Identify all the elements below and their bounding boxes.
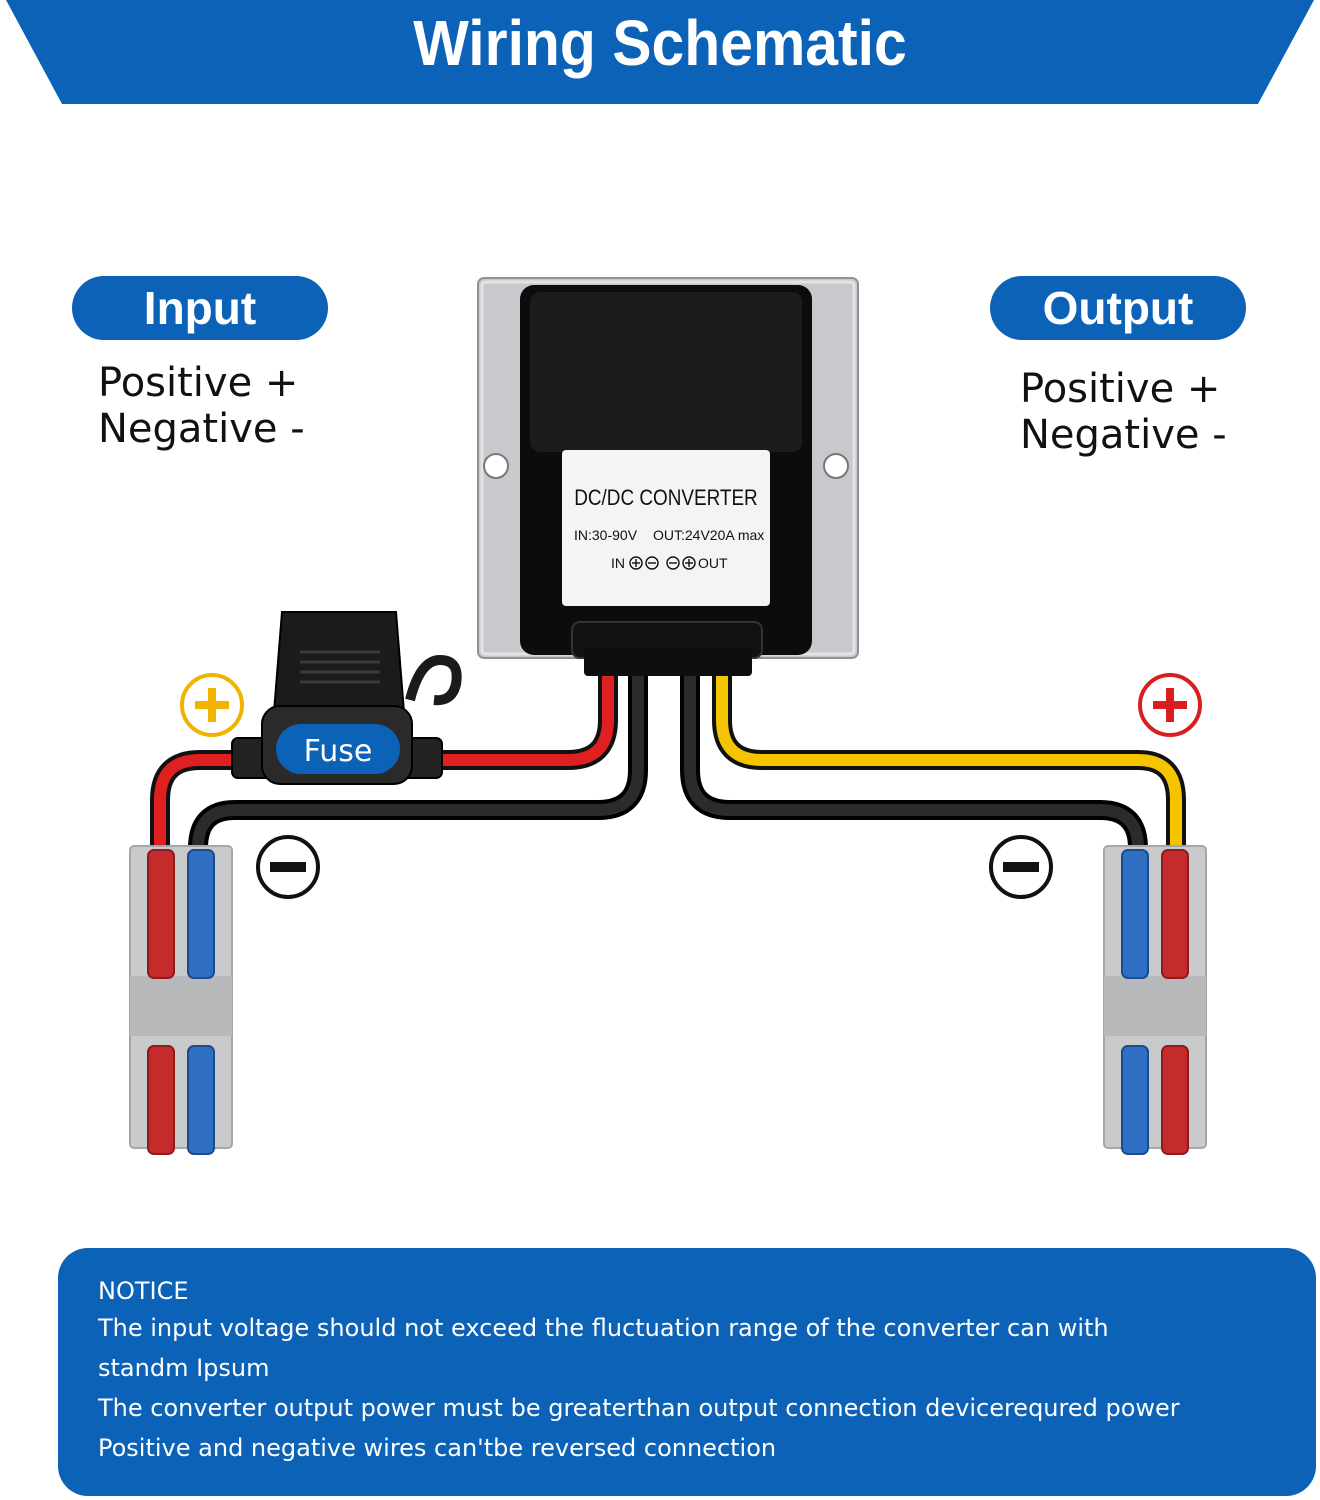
notice-content: NOTICE The input voltage should not exce…	[98, 1274, 1298, 1468]
converter-input-spec: IN:30-90V	[574, 527, 638, 543]
converter-output-spec: OUT:24V20A max	[653, 527, 764, 543]
notice-line: standm Ipsum	[98, 1354, 270, 1382]
notice-line: The converter output power must be great…	[98, 1394, 1180, 1422]
input-terminal-connector	[129, 845, 233, 1155]
notice-box: NOTICE The input voltage should not exce…	[58, 1248, 1316, 1496]
wiring-diagram: DC/DC CONVERTER IN:30-90V OUT:24V20A max…	[129, 277, 1207, 1155]
output-positive-text: Positive +	[1020, 366, 1221, 412]
output-plus-icon	[1138, 673, 1202, 737]
output-negative-text: Negative -	[1020, 412, 1227, 458]
input-label: Input	[72, 276, 328, 340]
converter-name: DC/DC CONVERTER	[574, 486, 757, 511]
converter-terminal-in: IN	[611, 555, 625, 571]
notice-line: The input voltage should not exceed the …	[98, 1314, 1109, 1342]
output-label: Output	[990, 276, 1246, 340]
input-minus-icon	[256, 835, 320, 899]
input-positive-text: Positive +	[98, 360, 299, 406]
header-banner	[6, 0, 1314, 104]
fuse-label: Fuse	[304, 734, 373, 769]
input-negative-text: Negative -	[98, 406, 305, 452]
terminal-symbols	[629, 556, 696, 570]
input-plus-icon	[180, 673, 244, 737]
output-terminal-connector	[1103, 845, 1207, 1155]
dc-dc-converter: DC/DC CONVERTER IN:30-90V OUT:24V20A max…	[477, 277, 859, 676]
notice-line: Positive and negative wires can'tbe reve…	[98, 1434, 777, 1462]
output-minus-icon	[989, 835, 1053, 899]
input-polarity: Positive + Negative -	[98, 360, 305, 452]
converter-terminal-out: OUT	[698, 555, 728, 571]
output-polarity: Positive + Negative -	[1020, 366, 1227, 458]
page-title: Wiring Schematic	[413, 7, 907, 79]
fuse-holder: Fuse	[231, 611, 462, 785]
notice-title: NOTICE	[98, 1277, 189, 1305]
